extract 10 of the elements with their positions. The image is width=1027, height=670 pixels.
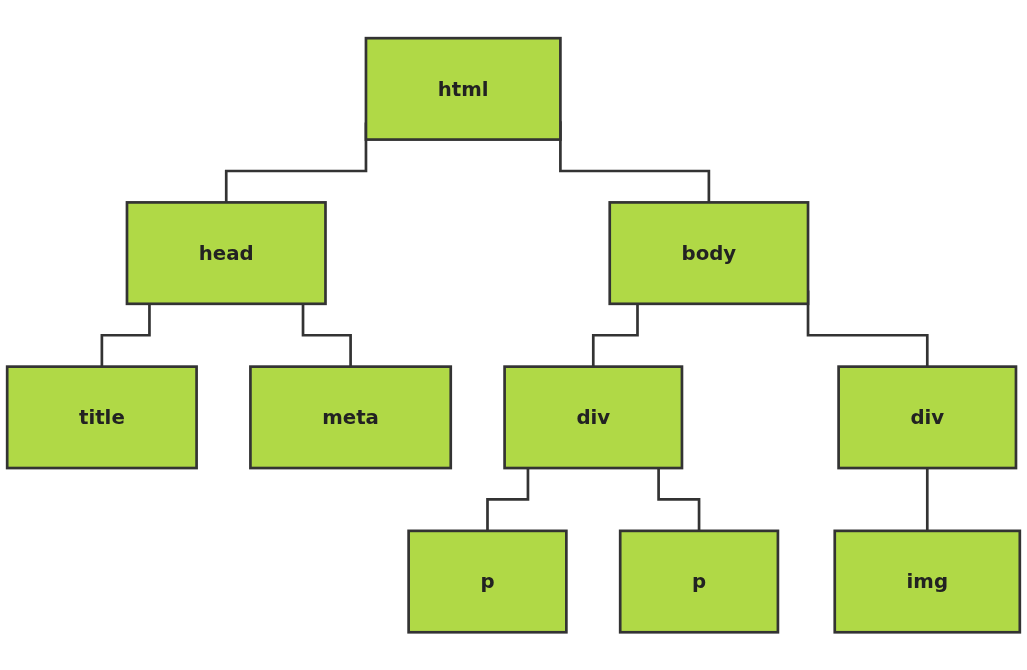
- node-box: meta: [249, 365, 453, 470]
- node-box: p: [407, 529, 568, 634]
- node-box: body: [608, 200, 810, 305]
- node-box: html: [364, 36, 562, 141]
- node-box: head: [125, 200, 327, 305]
- node-box: title: [5, 365, 198, 470]
- node-box: div: [837, 365, 1018, 470]
- node-box: p: [618, 529, 780, 634]
- node-box: div: [503, 365, 684, 470]
- node-box: img: [833, 529, 1022, 634]
